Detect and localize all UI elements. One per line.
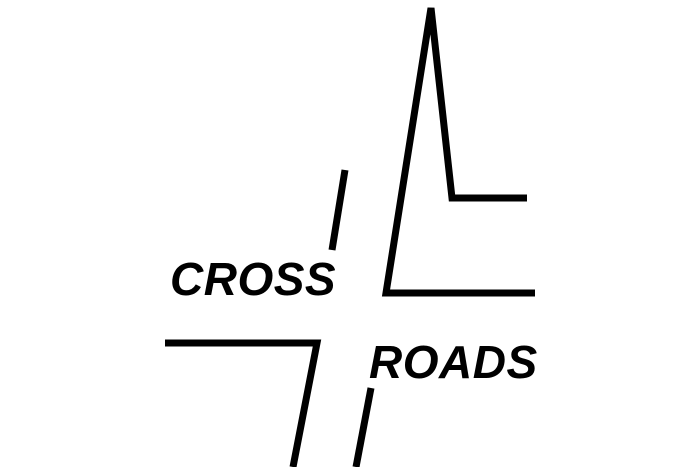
cross-lower-stroke [352,387,375,467]
logo-word-cross: CROSS [170,253,337,305]
logo-word-roads: ROADS [369,336,538,388]
cross-upper-stroke [328,169,349,251]
cross-lower-left-arm [165,339,322,467]
spire-outline [381,7,535,297]
